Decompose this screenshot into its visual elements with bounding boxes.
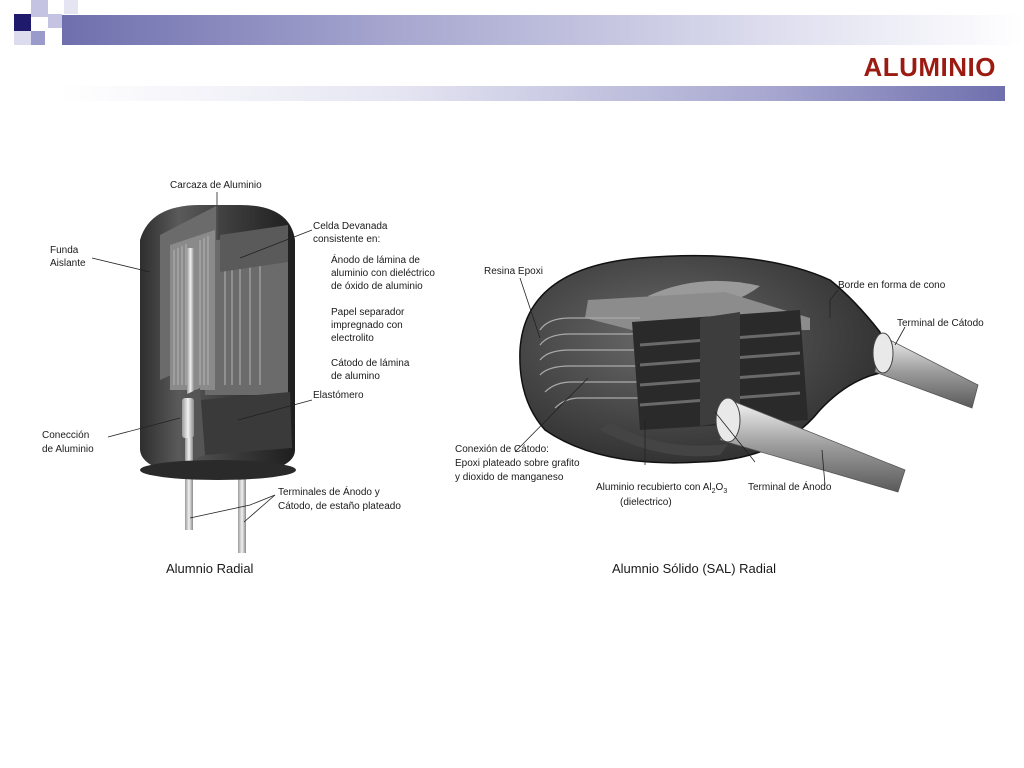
label-celda-devanada-2: consistente en:: [313, 234, 380, 245]
label-terminal-catodo: Terminal de Cátodo: [897, 318, 984, 329]
label-celda-devanada: Celda Devanada: [313, 221, 388, 232]
label-conexion-catodo-2: Epoxi plateado sobre grafito: [455, 458, 580, 469]
label-carcaza: Carcaza de Aluminio: [170, 180, 262, 191]
label-terminales-2: Cátodo, de estaño plateado: [278, 501, 401, 512]
caption-alumnio-radial: Alumnio Radial: [166, 561, 254, 576]
label-dielectrico: (dielectrico): [620, 497, 672, 508]
label-anodo-2: aluminio con dieléctrico: [331, 268, 435, 279]
label-conexion-catodo-3: y dioxido de manganeso: [455, 472, 564, 483]
label-conexion: Conección: [42, 430, 89, 441]
label-resina-epoxi: Resina Epoxi: [484, 266, 543, 277]
label-borde-cono: Borde en forma de cono: [838, 280, 946, 291]
label-catodo-2: de alumino: [331, 371, 380, 382]
label-terminales: Terminales de Ánodo y: [278, 485, 380, 498]
radial-capacitor-illustration: [140, 205, 296, 553]
label-funda-2: Aislante: [50, 258, 86, 269]
label-anodo-3: de óxido de aluminio: [331, 281, 423, 292]
label-conexion-catodo: Conexión de Cátodo:: [455, 444, 549, 455]
label-papel-2: impregnado con: [331, 320, 403, 331]
label-conexion-2: de Aluminio: [42, 444, 94, 455]
label-papel-1: Papel separador: [331, 307, 405, 318]
label-anodo-1: Ánodo de lámina de: [331, 253, 420, 266]
label-catodo-1: Cátodo de lámina: [331, 358, 410, 369]
label-elastomero: Elastómero: [313, 390, 364, 401]
label-aluminio-sub3: 3: [723, 488, 727, 495]
label-aluminio-text: Aluminio recubierto con Al: [596, 482, 712, 493]
label-terminal-anodo: Terminal de Ánodo: [748, 480, 832, 493]
caption-alumnio-solido: Alumnio Sólido (SAL) Radial: [612, 561, 776, 576]
label-papel-3: electrolito: [331, 333, 374, 344]
solid-aluminium-capacitor-illustration: [520, 256, 978, 492]
label-aluminio-recubierto: Aluminio recubierto con Al2O3: [596, 482, 727, 495]
label-funda: Funda: [50, 245, 79, 256]
